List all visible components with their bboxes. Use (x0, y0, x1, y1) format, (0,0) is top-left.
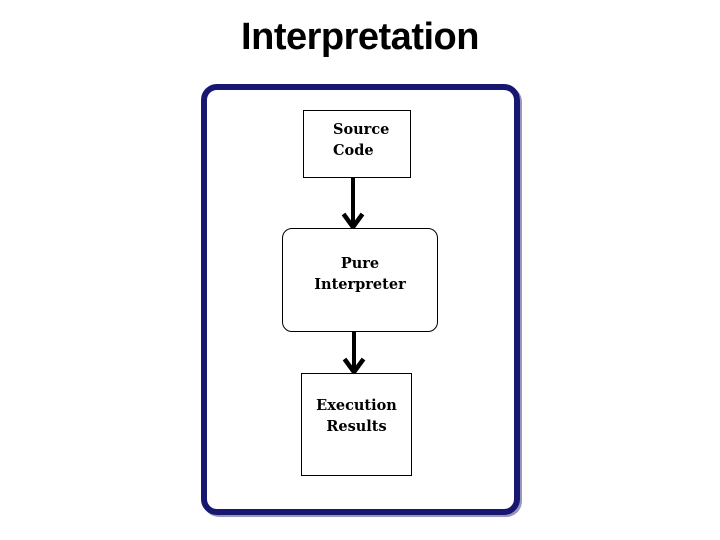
down-arrow-icon (341, 177, 365, 231)
diagram-frame (201, 84, 520, 515)
down-arrow-icon (342, 331, 366, 376)
node-label-line: Results (326, 417, 387, 435)
page-title: Interpretation (241, 16, 479, 58)
node-label-line: Execution (316, 396, 397, 414)
node-execution-results: Execution Results (301, 373, 412, 476)
node-label-line: Source (333, 121, 390, 138)
node-pure-interpreter: Pure Interpreter (282, 228, 438, 332)
node-label-line: Code (333, 142, 374, 159)
node-label-line: Pure (340, 255, 380, 272)
node-label-line: Interpreter (314, 276, 406, 293)
node-source-code: Source Code (303, 110, 411, 178)
